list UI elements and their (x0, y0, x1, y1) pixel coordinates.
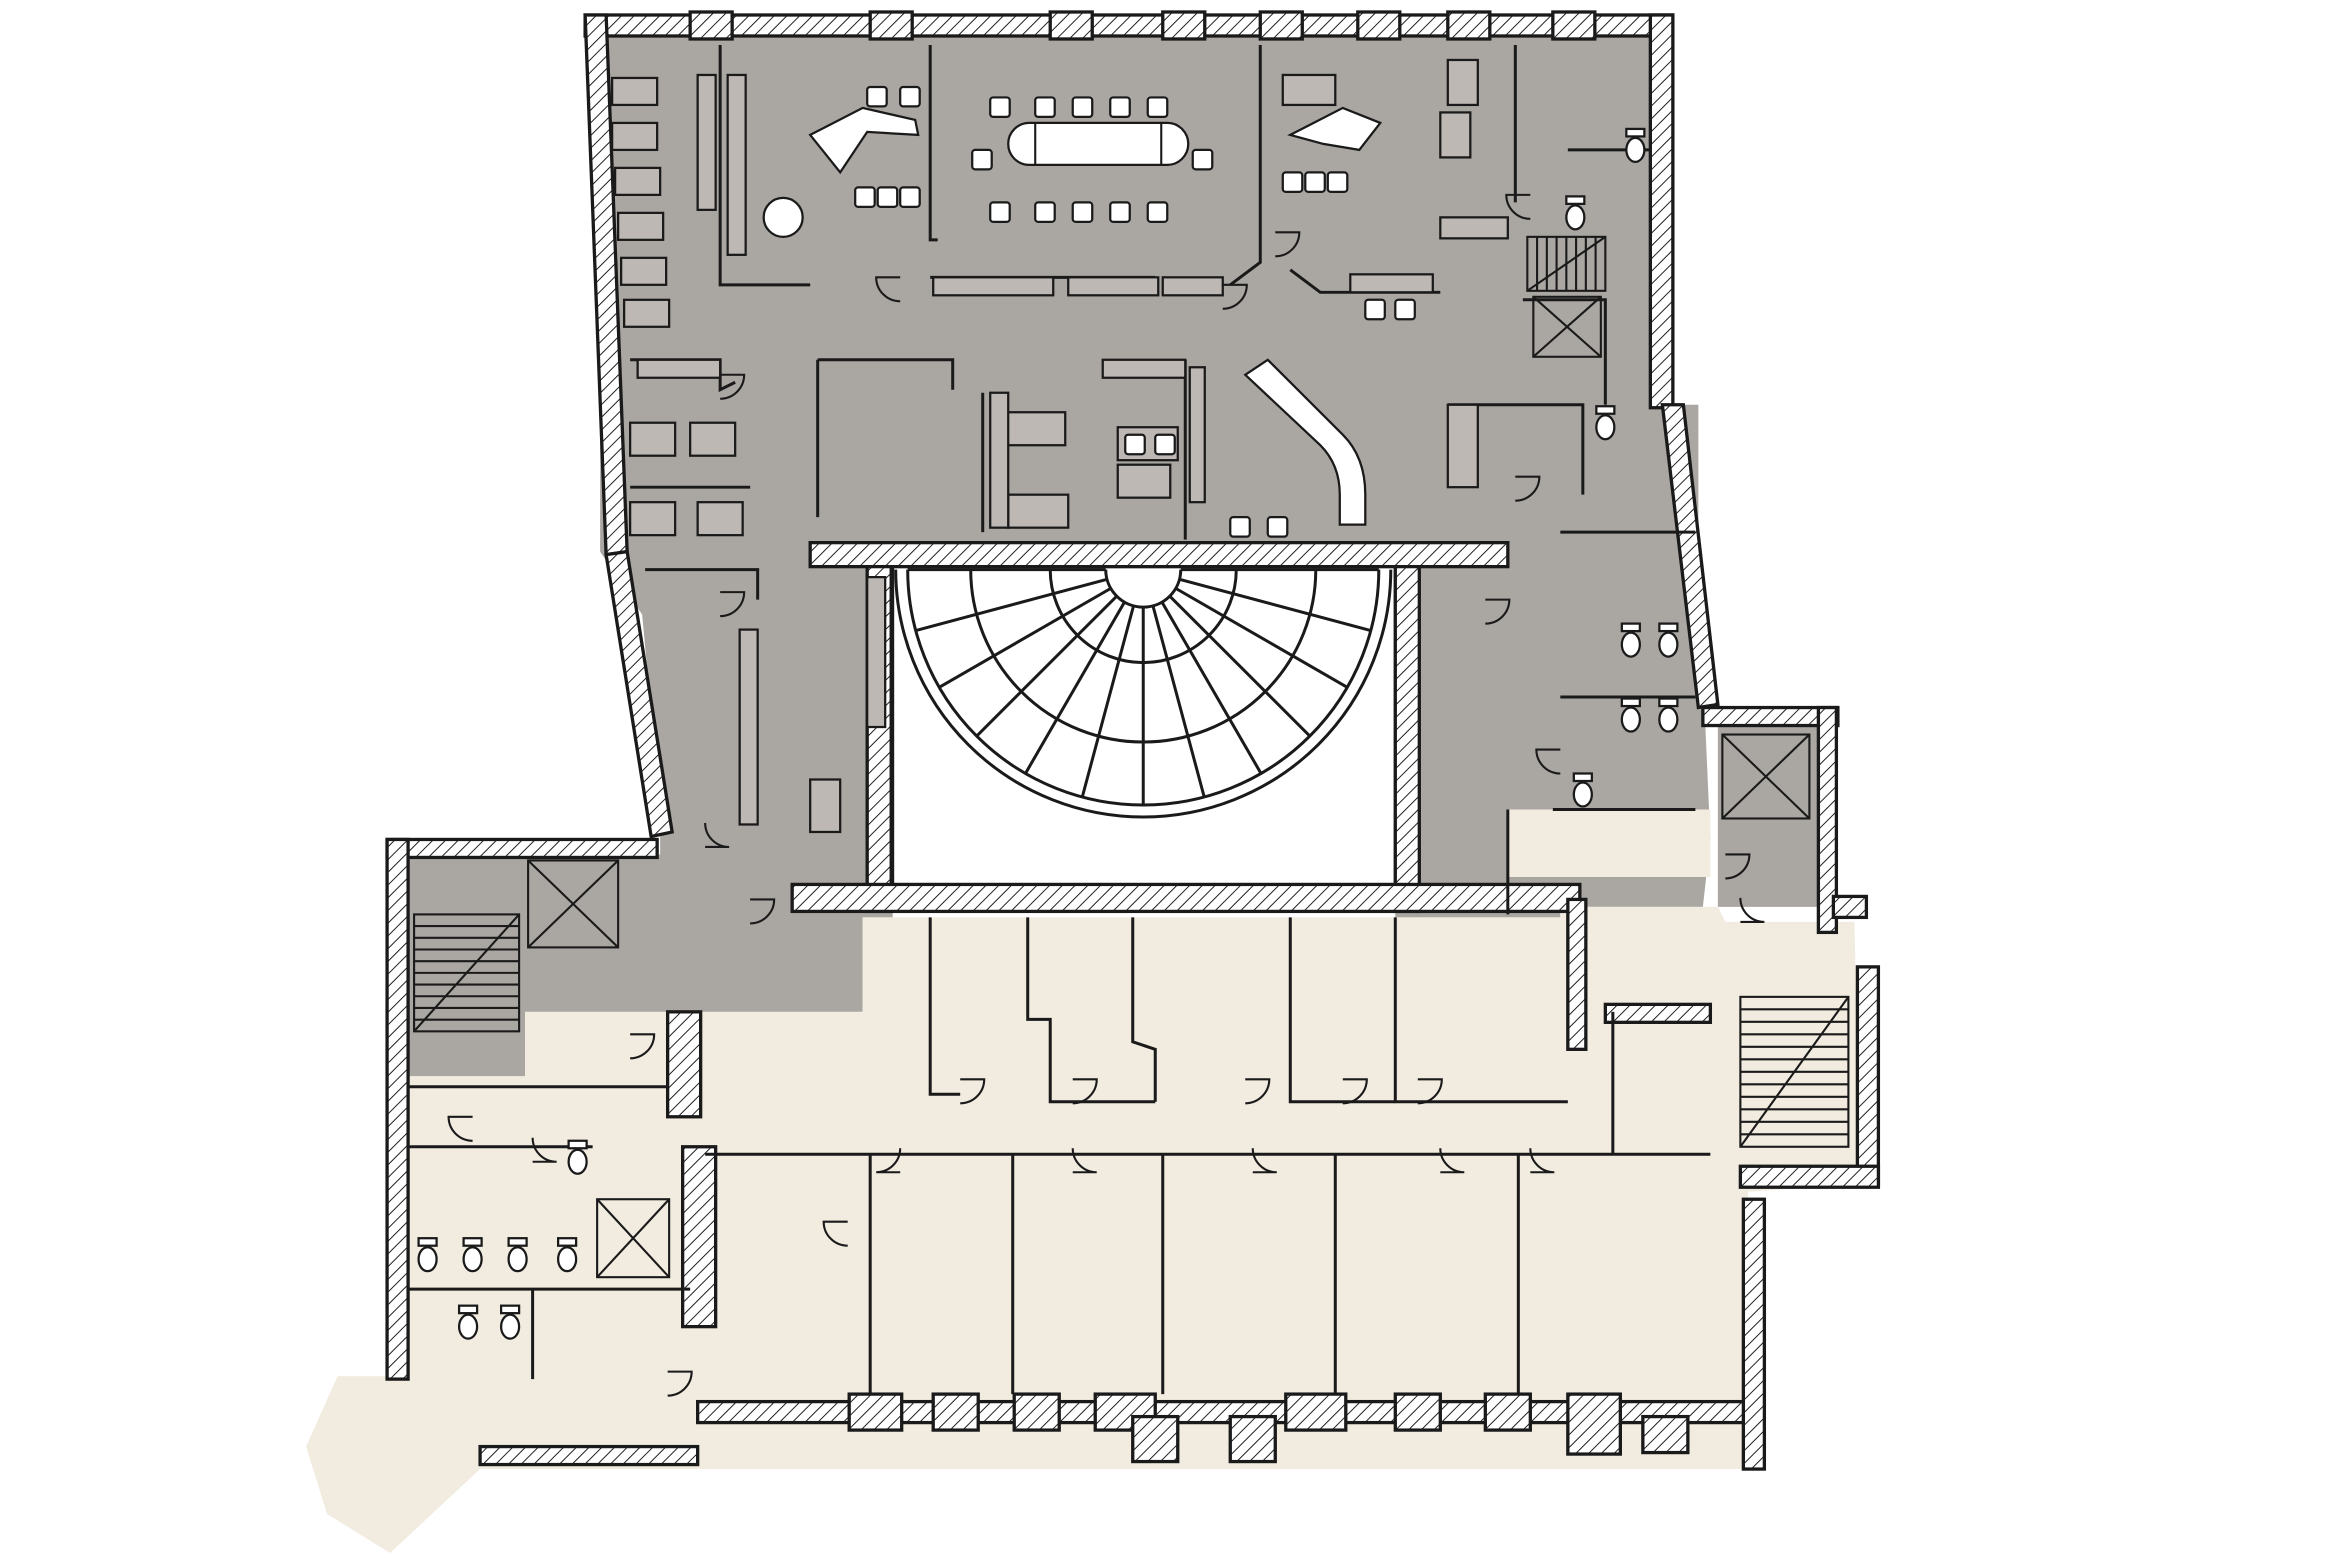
chairs (854, 85, 1416, 538)
elevator-icon (596, 1198, 671, 1279)
curved-bench-icon (1243, 358, 1367, 526)
round-table-icon (762, 196, 804, 238)
reception-desk-icon (808, 106, 1383, 175)
vacant-zone-east-band (1507, 809, 1711, 877)
vacant-zone-south-wing (402, 906, 1861, 1470)
elevator-icon (1532, 295, 1602, 358)
leased-zone-east-stair (1717, 725, 1819, 907)
vacant-zone-west-bay (306, 1376, 481, 1554)
elevator-icon (527, 859, 620, 949)
south-window-piers (847, 1392, 1690, 1464)
atrium (891, 565, 1397, 913)
stairs-icon (413, 913, 521, 1033)
office-desks (611, 58, 1509, 834)
south-wing-partitions (408, 917, 1711, 1395)
glass-dome-icon (894, 568, 1393, 819)
stairs-icon (1526, 235, 1607, 292)
vacant-zone (306, 809, 1861, 1554)
elevator-icon (1721, 733, 1811, 820)
door-swing-icon (447, 193, 1765, 1397)
stairs-icon (1739, 995, 1850, 1148)
toilet-icon (417, 127, 1679, 1340)
conference-table-icon (1007, 121, 1190, 167)
north-window-piers (688, 10, 1597, 41)
